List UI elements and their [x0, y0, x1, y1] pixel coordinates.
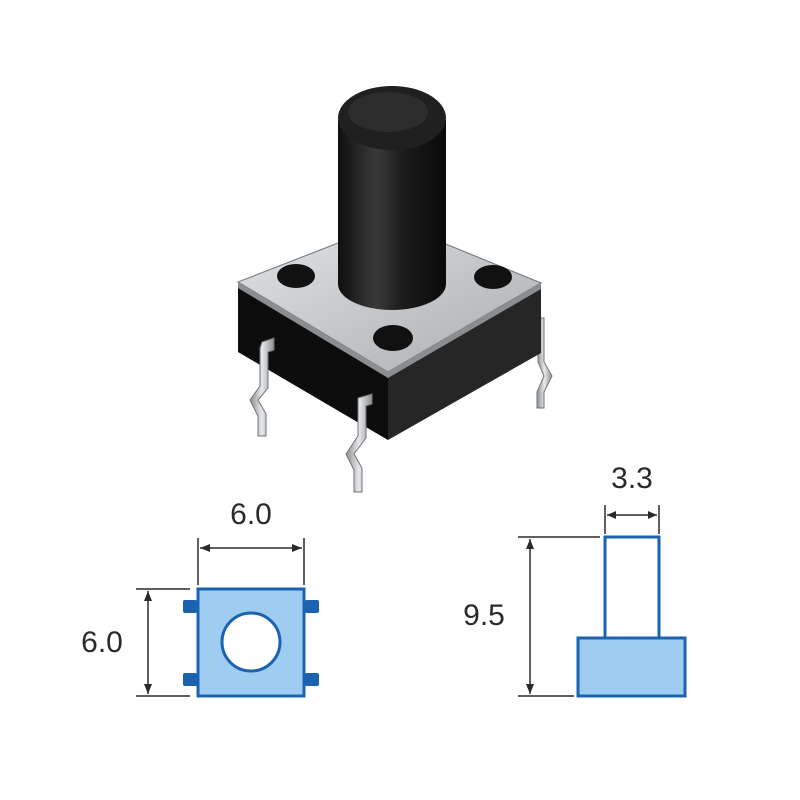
pad-top-left — [183, 600, 197, 613]
plunger-top-highlight — [348, 92, 428, 132]
switch-3d-render — [236, 86, 553, 493]
body-right-face — [388, 286, 541, 440]
side-width-arrow-left — [607, 511, 616, 519]
side-view-plunger — [603, 535, 661, 640]
top-dot-right — [474, 265, 512, 289]
top-height-label: 6.0 — [81, 626, 123, 659]
pad-bottom-right — [305, 673, 319, 686]
side-view-body — [576, 636, 687, 698]
top-height-arrow-top — [144, 591, 152, 601]
top-height-arrow-bottom — [144, 684, 152, 694]
top-view-diagram: 6.0 6.0 — [81, 498, 319, 698]
top-dot-left — [277, 264, 315, 288]
side-height-label: 9.5 — [463, 599, 505, 632]
side-height-arrow-bottom — [526, 684, 534, 694]
side-view-diagram: 3.3 9.5 — [463, 462, 687, 698]
top-width-arrow-left — [200, 544, 210, 552]
top-view-plunger-circle — [220, 611, 282, 673]
plunger-stem — [338, 120, 446, 310]
leg-front-right — [345, 393, 373, 493]
body-left-face — [238, 285, 388, 440]
leg-front-left — [249, 337, 275, 437]
pad-bottom-left — [183, 673, 197, 686]
top-width-label: 6.0 — [230, 498, 272, 531]
pad-top-right — [305, 600, 319, 613]
side-width-arrow-right — [648, 511, 657, 519]
top-width-arrow-right — [292, 544, 302, 552]
side-height-arrow-top — [526, 539, 534, 549]
top-dot-front — [373, 325, 413, 351]
side-width-label: 3.3 — [611, 462, 653, 495]
